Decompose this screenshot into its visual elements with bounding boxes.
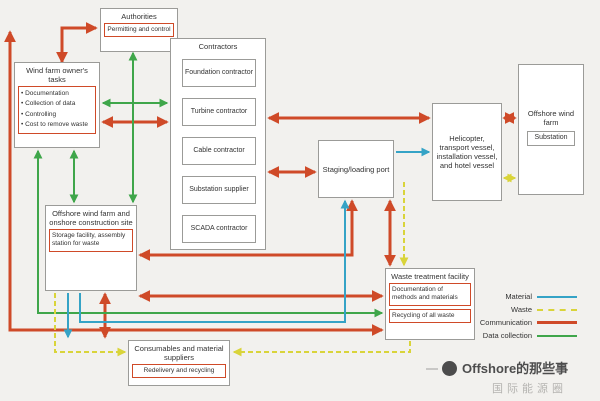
contractor-cable: Cable contractor xyxy=(182,137,256,165)
contractor-turbine: Turbine contractor xyxy=(182,98,256,126)
legend-label-communication: Communication xyxy=(479,318,532,327)
waste-facility-sub-recycling: Recycling of all waste xyxy=(389,308,471,324)
contractor-substation-supplier: Substation supplier xyxy=(182,176,256,204)
legend-line-communication xyxy=(537,321,577,324)
legend: Material Waste Communication Data collec… xyxy=(466,290,577,342)
arrow-material-site-port xyxy=(79,199,350,323)
authorities-box: Authorities Permitting and control xyxy=(100,8,178,52)
legend-label-waste: Waste xyxy=(511,305,532,314)
owner-task: Cost to remove waste xyxy=(21,120,93,130)
site-sub: Storage facility, assembly station for w… xyxy=(49,229,133,252)
vessels-box: Helicopter, transport vessel, installati… xyxy=(432,103,502,201)
arrow-communication-waste-left-loop xyxy=(3,30,384,336)
legend-row-communication: Communication xyxy=(466,316,577,329)
site-box: Offshore wind farm and onshore construct… xyxy=(45,205,137,291)
contractors-box: Contractors Foundation contractor Turbin… xyxy=(170,38,266,250)
substation-sub: Substation xyxy=(527,131,575,146)
owner-task-list: Documentation Collection of data Control… xyxy=(18,86,96,134)
contractors-title: Contractors xyxy=(198,42,238,51)
arrow-waste-wastefacility-suppliers xyxy=(232,341,411,357)
port-box: Staging/loading port xyxy=(318,140,394,198)
legend-line-material xyxy=(537,295,577,298)
owner-box: Wind farm owner's tasks Documentation Co… xyxy=(14,62,100,148)
substation-box: Offshore wind farm Substation xyxy=(518,64,584,195)
legend-row-material: Material xyxy=(466,290,577,303)
suppliers-title: Consumables and material suppliers xyxy=(134,344,224,362)
waste-facility-sub-documentation: Documentation of methods and materials xyxy=(389,283,471,306)
owner-task: Collection of data xyxy=(21,99,93,109)
arrow-communication-owner-authorities xyxy=(56,22,98,64)
owner-title: Wind farm owner's tasks xyxy=(26,66,88,84)
watermark: Offshore的那些事 国际能源圈 xyxy=(426,358,568,396)
watermark-text: Offshore的那些事 国际能源圈 xyxy=(462,358,568,396)
arrow-data-waste-owner xyxy=(33,149,384,318)
legend-row-waste: Waste xyxy=(466,303,577,316)
authorities-title: Authorities xyxy=(121,12,157,21)
legend-line-data-collection xyxy=(537,334,577,337)
waste-facility-box: Waste treatment facility Documentation o… xyxy=(385,268,475,340)
legend-label-data-collection: Data collection xyxy=(482,331,532,340)
owner-task: Controlling xyxy=(21,110,93,120)
owner-task: Documentation xyxy=(21,89,93,99)
waste-facility-title: Waste treatment facility xyxy=(391,272,469,281)
suppliers-sub: Redelivery and recycling xyxy=(132,364,226,379)
substation-title: Offshore wind farm xyxy=(527,109,575,128)
suppliers-box: Consumables and material suppliers Redel… xyxy=(128,340,230,386)
watermark-dash xyxy=(426,368,438,370)
watermark-line2: 国际能源圈 xyxy=(492,383,567,395)
legend-label-material: Material xyxy=(505,292,532,301)
site-title: Offshore wind farm and onshore construct… xyxy=(49,209,133,227)
watermark-logo-icon xyxy=(442,361,457,376)
port-title: Staging/loading port xyxy=(322,164,390,174)
legend-line-waste xyxy=(537,308,577,311)
arrow-waste-site-suppliers xyxy=(54,293,127,357)
vessels-title: Helicopter, transport vessel, installati… xyxy=(436,134,498,170)
watermark-line1: Offshore的那些事 xyxy=(462,361,569,376)
contractor-scada: SCADA contractor xyxy=(182,215,256,243)
legend-row-data-collection: Data collection xyxy=(466,329,577,342)
contractor-foundation: Foundation contractor xyxy=(182,59,256,87)
authorities-sub: Permitting and control xyxy=(104,23,174,38)
